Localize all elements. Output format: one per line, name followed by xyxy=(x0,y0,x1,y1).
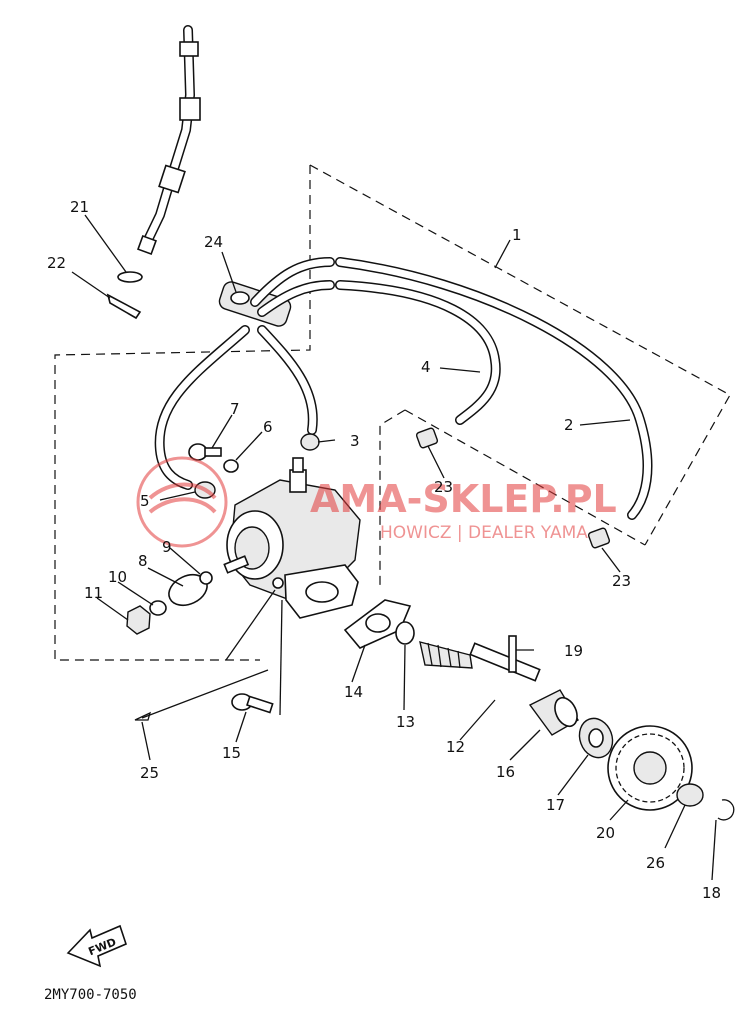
callout-25: 25 xyxy=(140,764,159,782)
watermark-logo-mark xyxy=(148,482,217,514)
washer-6 xyxy=(223,459,239,473)
clip-25 xyxy=(134,711,152,721)
pump-drive-gear-20 xyxy=(607,725,693,811)
fwd-arrow-icon: FWD xyxy=(66,924,127,968)
circlip-18 xyxy=(717,799,735,821)
callout-14: 14 xyxy=(344,683,363,701)
oil-seal-13 xyxy=(395,621,415,645)
o-ring-21 xyxy=(117,271,143,283)
callout-19: 19 xyxy=(564,642,583,660)
callout-4: 4 xyxy=(421,358,431,376)
callout-18: 18 xyxy=(702,884,721,902)
callout-11: 11 xyxy=(84,584,103,602)
callout-23b: 23 xyxy=(612,572,631,590)
callout-21: 21 xyxy=(70,198,89,216)
callout-22: 22 xyxy=(47,254,66,272)
nut-11 xyxy=(126,605,151,635)
callout-24: 24 xyxy=(204,233,223,251)
bearing-17 xyxy=(578,717,614,759)
callout-3: 3 xyxy=(350,432,360,450)
callout-labels: 1 2 3 4 5 6 7 8 9 10 11 12 13 14 15 16 1… xyxy=(47,198,721,902)
callout-13: 13 xyxy=(396,713,415,731)
pin-19 xyxy=(508,635,517,673)
spacer-16 xyxy=(528,689,579,736)
watermark-text: AMA-SKLEP.PL xyxy=(310,477,617,521)
callout-7: 7 xyxy=(230,400,240,418)
callout-6: 6 xyxy=(263,418,273,436)
washer-9 xyxy=(199,571,213,585)
callout-2: 2 xyxy=(564,416,574,434)
callout-9: 9 xyxy=(162,538,172,556)
callout-17: 17 xyxy=(546,796,565,814)
clip-22 xyxy=(106,293,142,320)
callout-23a: 23 xyxy=(434,478,453,496)
washer-10 xyxy=(149,600,167,616)
callout-5: 5 xyxy=(140,492,150,510)
callout-1: 1 xyxy=(512,226,522,244)
callout-15: 15 xyxy=(222,744,241,762)
callout-8: 8 xyxy=(138,552,148,570)
leader-lines xyxy=(71,214,717,881)
gasket-14 xyxy=(343,599,412,649)
callout-20: 20 xyxy=(596,824,615,842)
hose-cap-23b xyxy=(587,527,611,549)
callout-12: 12 xyxy=(446,738,465,756)
pump-shaft-12 xyxy=(419,641,541,682)
oil-pump-cable xyxy=(137,25,201,255)
diagram-code: 2MY700-7050 xyxy=(44,987,137,1003)
watermark-logo-icon xyxy=(136,456,228,548)
oil-pump-body xyxy=(223,457,361,619)
bleed-screw-7 xyxy=(188,443,222,461)
callout-10: 10 xyxy=(108,568,127,586)
hose-cap-23a xyxy=(415,427,439,449)
bolt-15 xyxy=(231,693,274,714)
watermark-subtext: HOWICZ | DEALER YAMA xyxy=(380,523,588,543)
washer-26 xyxy=(676,783,704,807)
hose-clamp-3 xyxy=(300,433,320,451)
callout-16: 16 xyxy=(496,763,515,781)
oil-hoses xyxy=(154,257,653,520)
callout-26: 26 xyxy=(646,854,665,872)
watermark: AMA-SKLEP.PL HOWICZ | DEALER YAMA xyxy=(136,456,617,548)
